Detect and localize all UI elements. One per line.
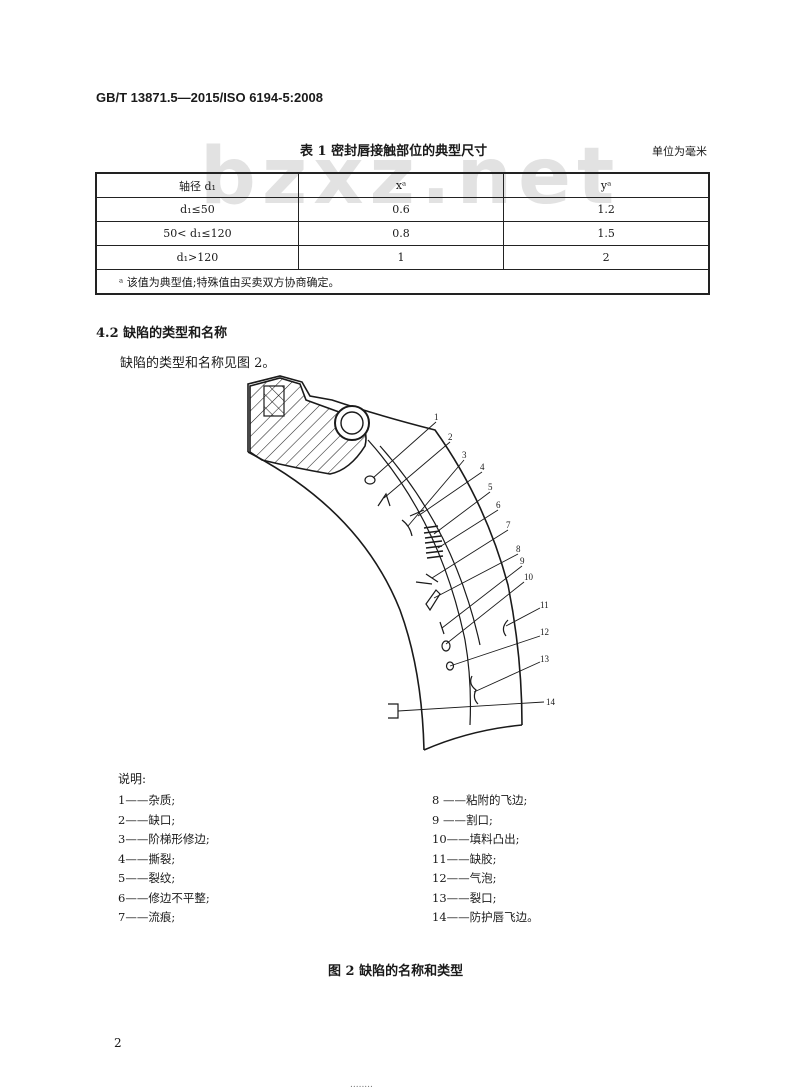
callout-label: 1 xyxy=(434,412,439,422)
defect-tear xyxy=(409,509,425,517)
legend-item: 12——气泡; xyxy=(432,871,497,885)
table-unit-note: 单位为毫米 xyxy=(652,145,707,158)
legend-item: 4——撕裂; xyxy=(118,851,176,866)
legend-item: 13——裂口; xyxy=(432,890,497,905)
defect-crack xyxy=(470,675,479,705)
legend-item: 5——裂纹; xyxy=(118,871,176,885)
defect-impurity xyxy=(364,475,376,485)
defect-missing-rubber xyxy=(502,619,509,637)
table-header-cell: xᵃ xyxy=(297,172,505,198)
table-row: d₁≤50 0.6 1.2 xyxy=(95,197,710,222)
dimension-table: 轴径 d₁ xᵃ yᵃ d₁≤50 0.6 1.2 50< d₁≤120 0.8… xyxy=(95,172,710,295)
callout-label: 7 xyxy=(506,520,511,530)
case-insert xyxy=(263,385,285,417)
legend-item: 3——阶梯形修边; xyxy=(118,832,210,846)
table-row: 50< d₁≤120 0.8 1.5 xyxy=(95,221,710,246)
legend-item: 10——填料凸出; xyxy=(432,832,520,846)
legend-title: 说明: xyxy=(118,772,147,786)
legend-item: 8 ——粘附的飞边; xyxy=(432,793,528,807)
legend-item: 7——流痕; xyxy=(118,910,176,924)
callout-label: 5 xyxy=(488,482,493,492)
table-cell: 50< d₁≤120 xyxy=(95,221,299,246)
table-cell: 1.5 xyxy=(503,221,710,246)
callout-label: 13 xyxy=(540,654,550,664)
legend-item: 6——修边不平整; xyxy=(118,890,210,905)
section-title: 4.2 缺陷的类型和名称 xyxy=(96,326,228,341)
table-cell: 2 xyxy=(503,245,710,270)
lip-surface-arc xyxy=(367,439,472,726)
callout-label: 8 xyxy=(516,544,521,554)
legend-item: 11——缺胶; xyxy=(432,851,497,866)
legend-left-column: 1——杂质; 2——缺口; 3——阶梯形修边; 4——撕裂; 5——裂纹; 6—… xyxy=(118,791,210,928)
table-header-row: 轴径 d₁ xᵃ yᵃ xyxy=(95,172,710,198)
table-cell: d₁>120 xyxy=(95,245,299,270)
callout-label: 4 xyxy=(480,462,485,472)
defect-protective-lip-flash xyxy=(388,703,399,719)
defect-adhered-flash xyxy=(425,589,441,612)
legend-item: 1——杂质; xyxy=(118,793,176,807)
callout-label: 2 xyxy=(448,432,453,442)
table-cell: 1.2 xyxy=(503,197,710,222)
lip-surface-arc xyxy=(379,445,481,646)
callout-label: 9 xyxy=(520,556,525,566)
legend-right-column: 8 ——粘附的飞边; 9 ——割口; 10——填料凸出; 11——缺胶; 12—… xyxy=(432,791,539,928)
legend-item: 9 ——割口; xyxy=(432,812,493,827)
table-cell: d₁≤50 xyxy=(95,197,299,222)
defect-nick xyxy=(377,492,391,507)
table-header-cell: yᵃ xyxy=(503,172,710,198)
table-cell: 0.6 xyxy=(297,197,505,222)
table-caption: 表 1 密封唇接触部位的典型尺寸 xyxy=(300,144,488,159)
callout-label: 14 xyxy=(546,697,556,707)
callout-label: 11 xyxy=(540,600,549,610)
callout-label: 6 xyxy=(496,500,501,510)
table-header-cell: 轴径 d₁ xyxy=(95,172,299,198)
defect-filler-protrusion xyxy=(441,640,451,652)
garter-spring-core xyxy=(340,411,364,435)
footer-trail: ........ xyxy=(350,1080,373,1090)
standard-header: GB/T 13871.5—2015/ISO 6194-5:2008 xyxy=(96,90,323,105)
table-footnote: ᵃ 该值为典型值;特殊值由买卖双方协商确定。 xyxy=(95,269,710,295)
table-cell: 0.8 xyxy=(297,221,505,246)
callout-label: 3 xyxy=(462,450,467,460)
defect-step-trim xyxy=(401,519,413,537)
seal-inner-arc xyxy=(247,451,425,751)
legend-item: 2——缺口; xyxy=(118,812,176,827)
callout-label: 12 xyxy=(540,627,549,637)
section-body: 缺陷的类型和名称见图 2。 xyxy=(120,356,276,371)
seal-bottom-edge xyxy=(423,724,523,751)
table-row: d₁>120 1 2 xyxy=(95,245,710,270)
page-number: 2 xyxy=(114,1036,122,1050)
legend-item: 14——防护唇飞边。 xyxy=(432,910,539,924)
table-cell: 1 xyxy=(297,245,505,270)
defect-figure: 1 2 3 4 5 6 7 8 9 10 11 12 13 14 xyxy=(247,375,556,751)
figure-caption: 图 2 缺陷的名称和类型 xyxy=(328,964,464,979)
table-note-row: ᵃ 该值为典型值;特殊值由买卖双方协商确定。 xyxy=(95,269,710,295)
callout-label: 10 xyxy=(524,572,534,582)
